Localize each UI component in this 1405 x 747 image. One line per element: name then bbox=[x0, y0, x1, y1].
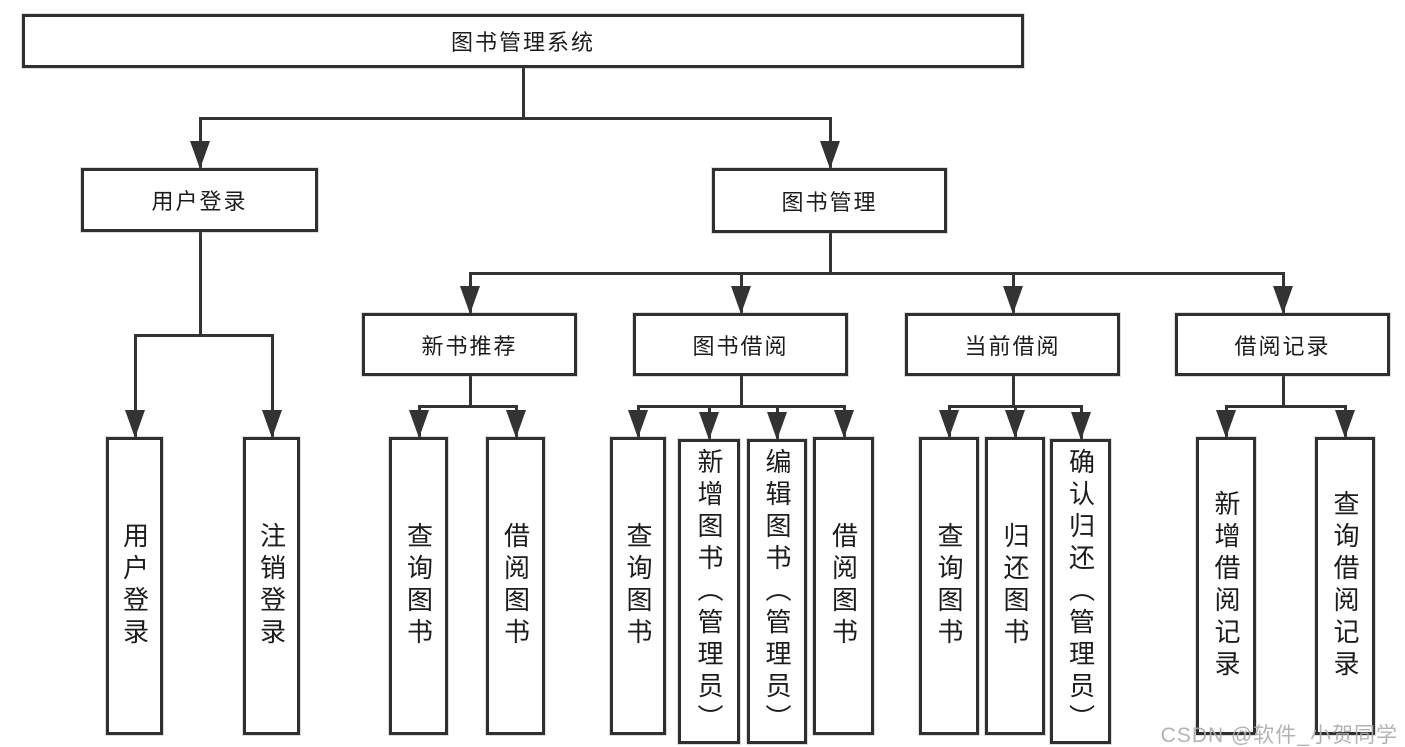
node-label: 注销登录 bbox=[256, 522, 287, 650]
connector-line-vertical bbox=[1282, 376, 1285, 407]
node-v-borrow1: 借阅图书 bbox=[486, 437, 545, 735]
node-label: 查询图书 bbox=[403, 522, 434, 650]
node-v-login: 用户登录 bbox=[106, 437, 163, 735]
node-v-addrec: 新增借阅记录 bbox=[1196, 437, 1256, 735]
arrowhead-down-icon bbox=[939, 410, 959, 438]
node-label: 借阅记录 bbox=[1234, 333, 1331, 359]
arrowhead-down-icon bbox=[460, 286, 480, 314]
connector-line-horizontal bbox=[1225, 405, 1347, 408]
node-label: 图书借阅 bbox=[692, 333, 789, 359]
arrowhead-down-icon bbox=[731, 286, 751, 314]
connector-line-horizontal bbox=[469, 272, 1285, 275]
arrowhead-down-icon bbox=[1335, 410, 1355, 438]
arrowhead-down-icon bbox=[1216, 410, 1236, 438]
node-label: 归还图书 bbox=[1000, 522, 1030, 650]
node-v-confirm: 确认归还（管理员） bbox=[1050, 439, 1111, 744]
connector-line-vertical bbox=[199, 232, 202, 336]
arrowhead-down-icon bbox=[125, 410, 145, 438]
arrowhead-down-icon bbox=[699, 412, 719, 440]
connector-line-vertical bbox=[469, 376, 472, 407]
arrowhead-down-icon bbox=[820, 141, 840, 169]
node-v-borrow2: 借阅图书 bbox=[813, 437, 874, 735]
connector-line-vertical bbox=[1012, 376, 1015, 407]
arrowhead-down-icon bbox=[1071, 412, 1091, 440]
node-v-queryrec: 查询借阅记录 bbox=[1315, 437, 1375, 735]
arrowhead-down-icon bbox=[190, 141, 210, 169]
node-label: 查询图书 bbox=[623, 522, 653, 650]
node-label: 借阅图书 bbox=[500, 522, 531, 650]
node-v-add: 新增图书（管理员） bbox=[678, 439, 740, 744]
connector-line-horizontal bbox=[199, 117, 832, 120]
arrowhead-down-icon bbox=[262, 410, 282, 438]
node-label: 查询借阅记录 bbox=[1330, 490, 1360, 682]
connector-line-horizontal bbox=[134, 334, 274, 337]
arrowhead-down-icon bbox=[1273, 286, 1293, 314]
csdn-watermark: CSDN @软件_小贺同学 bbox=[1160, 724, 1398, 747]
node-v-logout: 注销登录 bbox=[243, 437, 300, 735]
node-v-query2: 查询图书 bbox=[610, 437, 666, 735]
node-label: 确认归还（管理员） bbox=[1065, 447, 1096, 736]
node-label: 新增借阅记录 bbox=[1211, 490, 1241, 682]
connector-line-vertical bbox=[740, 376, 743, 407]
node-label: 编辑图书（管理员） bbox=[762, 447, 792, 736]
node-v-query1: 查询图书 bbox=[389, 437, 448, 735]
arrowhead-down-icon bbox=[506, 410, 526, 438]
node-v-return: 归还图书 bbox=[985, 437, 1045, 735]
connector-line-horizontal bbox=[418, 405, 518, 408]
connector-line-vertical bbox=[522, 68, 525, 119]
node-login: 用户登录 bbox=[81, 168, 318, 232]
node-label: 借阅图书 bbox=[828, 522, 859, 650]
node-label: 用户登录 bbox=[151, 189, 248, 214]
node-label: 查询图书 bbox=[934, 522, 964, 650]
arrowhead-down-icon bbox=[834, 410, 854, 438]
node-v-edit: 编辑图书（管理员） bbox=[747, 439, 807, 744]
connector-line-vertical bbox=[134, 335, 137, 437]
node-label: 新增图书（管理员） bbox=[694, 447, 724, 736]
node-current: 当前借阅 bbox=[905, 313, 1120, 376]
node-records: 借阅记录 bbox=[1175, 313, 1390, 376]
arrowhead-down-icon bbox=[628, 410, 648, 438]
arrowhead-down-icon bbox=[1003, 286, 1023, 314]
node-label: 用户登录 bbox=[119, 522, 150, 650]
connector-line-vertical bbox=[271, 335, 274, 437]
node-mgmt: 图书管理 bbox=[712, 168, 947, 233]
node-label: 图书管理系统 bbox=[450, 30, 595, 55]
node-label: 当前借阅 bbox=[964, 333, 1061, 359]
node-newrec: 新书推荐 bbox=[362, 313, 577, 376]
arrowhead-down-icon bbox=[1005, 410, 1025, 438]
connector-line-horizontal bbox=[637, 405, 846, 408]
arrowhead-down-icon bbox=[409, 410, 429, 438]
node-label: 图书管理 bbox=[781, 189, 878, 215]
arrowhead-down-icon bbox=[767, 412, 787, 440]
node-label: 新书推荐 bbox=[421, 333, 518, 359]
node-root: 图书管理系统 bbox=[22, 14, 1024, 68]
connector-line-vertical bbox=[829, 233, 832, 274]
node-borrow: 图书借阅 bbox=[633, 313, 848, 376]
node-v-query3: 查询图书 bbox=[919, 437, 979, 735]
